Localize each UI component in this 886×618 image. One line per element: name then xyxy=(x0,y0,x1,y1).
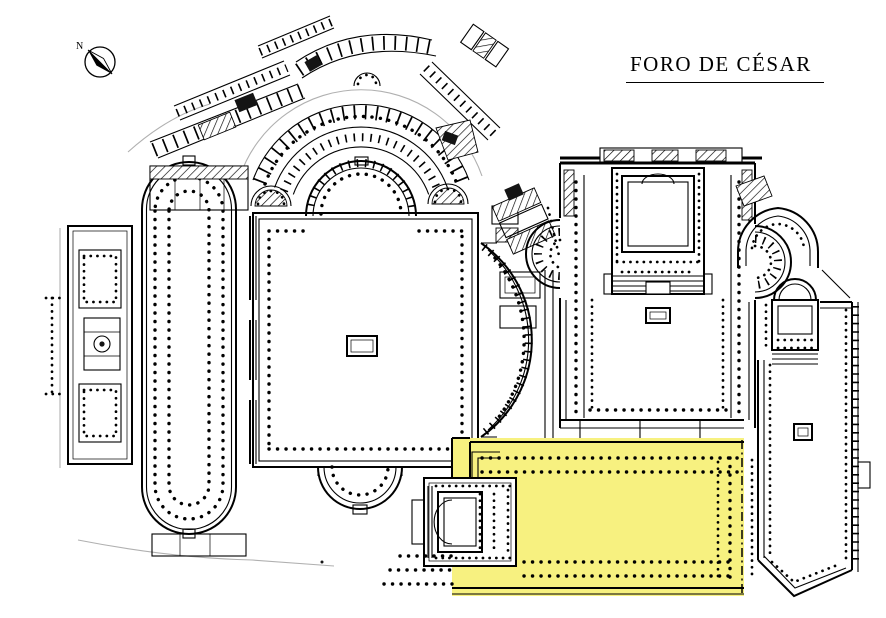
page-title: FORO DE CÉSAR xyxy=(626,52,824,83)
plaza-colonnade-dots xyxy=(267,229,464,451)
north-compass: N xyxy=(76,41,116,78)
column-dots-inner xyxy=(167,189,211,507)
library-courts xyxy=(44,225,133,465)
forum-of-augustus xyxy=(525,147,792,442)
east-hemicycle xyxy=(480,242,533,438)
north-label: N xyxy=(76,41,83,52)
southwest-dot-grid xyxy=(382,554,454,586)
basilica-ulpia xyxy=(141,155,257,557)
forum-of-caesar xyxy=(382,437,744,596)
compass-needle-icon xyxy=(87,49,113,75)
temple-of-venus-genetrix xyxy=(411,477,517,567)
porticus-absidata xyxy=(735,175,820,268)
temple-of-minerva xyxy=(771,278,819,365)
caesar-colonnade-dots xyxy=(480,456,740,474)
trajan-forum-plaza xyxy=(252,156,479,564)
trajan-markets xyxy=(149,15,510,207)
forum-of-nerva xyxy=(750,269,871,598)
temple-columns-dots xyxy=(615,172,701,274)
statue-base xyxy=(346,335,378,357)
temple-of-mars-ultor xyxy=(603,167,713,324)
temple-stairs xyxy=(612,275,704,292)
street-outlines xyxy=(59,89,483,567)
column-dots xyxy=(153,175,225,521)
